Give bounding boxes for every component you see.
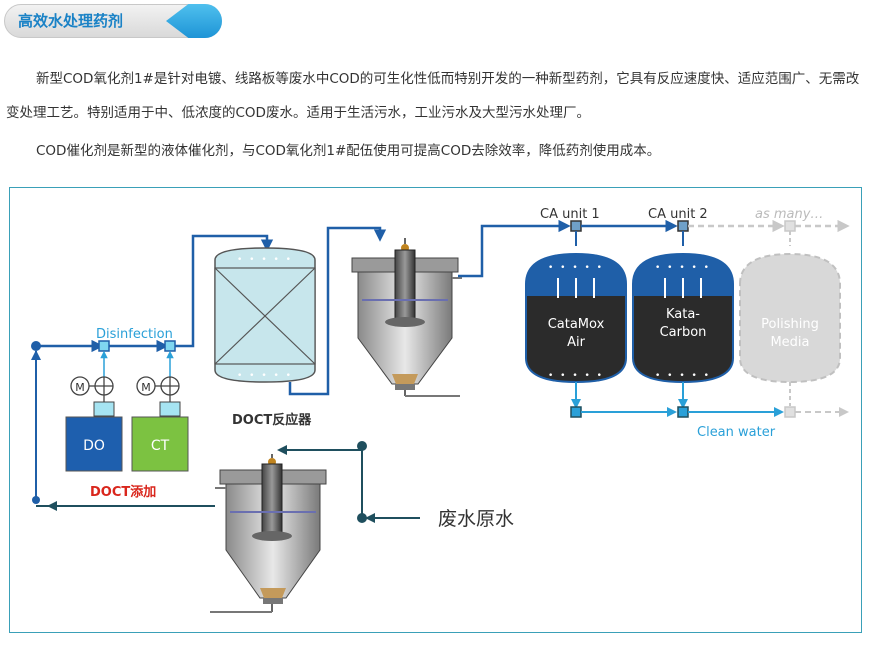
doct-reactor-label: DOCT反应器	[232, 412, 312, 428]
tank-do-label: DO	[83, 438, 105, 454]
vessel-3-label-line2: Media	[770, 335, 809, 350]
pump-ct-symbol: M	[141, 381, 151, 394]
svg-text:• • • • •: • • • • •	[237, 371, 293, 381]
pump-ct: M	[136, 376, 180, 396]
section-header: 高效水处理药剂	[4, 4, 222, 38]
as-many-label: as many…	[755, 207, 823, 222]
pump-do-symbol: M	[75, 381, 85, 394]
svg-text:• • • • •: • • • • •	[237, 255, 293, 265]
ca-unit-1-label: CA unit 1	[540, 207, 600, 222]
injection-point-1	[98, 340, 110, 352]
settler-bottom	[210, 454, 327, 613]
process-diagram-svg: Disinfection M M DO CT DOCT添加 •	[31, 207, 850, 613]
disinfection-label: Disinfection	[96, 327, 173, 342]
clean-water-label: Clean water	[697, 425, 776, 440]
paragraph-cod-catalyst: COD催化剂是新型的液体催化剂，与COD氧化剂1#配伍使用可提高COD去除效率，…	[36, 143, 661, 159]
ca-valve-2	[677, 220, 689, 232]
vessel-3-label-line1: Polishing	[761, 317, 819, 332]
injection-point-2	[164, 340, 176, 352]
section-title: 高效水处理药剂	[18, 12, 124, 30]
svg-text:• • • • •: • • • • •	[548, 263, 604, 273]
vessel-polishing-media: Polishing Media	[739, 252, 841, 384]
vessel-2-label-line2: Carbon	[660, 325, 707, 340]
paragraph-cod-oxidant: 新型COD氧化剂1#是针对电镀、线路板等废水中COD的可生化性低而特别开发的一种…	[6, 71, 860, 121]
svg-text:• • • • •: • • • • •	[655, 371, 711, 381]
ca-valve-1	[570, 220, 582, 232]
vessel-1-label-line2: Air	[567, 335, 586, 350]
tank-ct-label: CT	[151, 438, 170, 454]
doct-add-label: DOCT添加	[90, 484, 156, 500]
inlet-node	[31, 341, 41, 351]
main-inlet-pipe	[36, 234, 274, 353]
vessel-kata-carbon: • • • • • Kata- Carbon • • • • •	[632, 252, 734, 384]
svg-text:• • • • •: • • • • •	[655, 263, 711, 273]
vessel-1-label-line1: CataMox	[548, 317, 605, 332]
vessel-2-label-line1: Kata-	[666, 307, 700, 322]
tank-do	[65, 416, 123, 472]
tank-ct	[131, 416, 189, 472]
outlet-valve-3	[784, 406, 796, 418]
raw-wastewater-label: 废水原水	[438, 508, 514, 530]
process-diagram: Disinfection M M DO CT DOCT添加 •	[9, 187, 862, 633]
pump-do: M	[70, 376, 114, 396]
reactor-to-settler-pipe	[288, 226, 387, 396]
settler-to-ca-pipe	[458, 219, 571, 278]
ca-unit-2-label: CA unit 2	[648, 207, 708, 222]
svg-text:• • • • •: • • • • •	[548, 371, 604, 381]
doct-reactor: • • • • • • • • • •	[214, 247, 316, 383]
ca-valve-3	[784, 220, 796, 232]
vessel-catamox-air: • • • • • CataMox Air • • • • •	[525, 252, 627, 384]
outlet-valve-1	[570, 406, 582, 418]
settler-top	[351, 238, 462, 397]
outlet-valve-2	[677, 406, 689, 418]
